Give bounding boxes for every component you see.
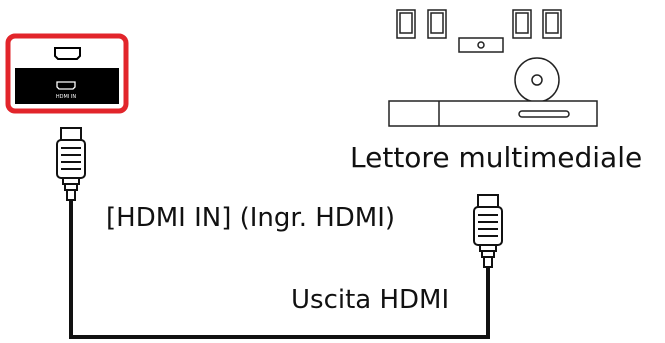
hdmi-port-icon: [54, 47, 81, 60]
hdmi-out-label: Uscita HDMI: [291, 285, 450, 315]
media-player-label: Lettore multimediale: [350, 141, 643, 174]
display-port-panel: HDMI IN: [5, 33, 129, 114]
hdmi-plug-right: [473, 194, 503, 268]
panel-black: [15, 68, 119, 104]
hdmi-port-icon-small: [56, 81, 76, 90]
hdmi-in-label: [HDMI IN] (Ingr. HDMI): [106, 203, 396, 233]
hdmi-cable: [69, 200, 490, 339]
panel-port-label: HDMI IN: [56, 94, 76, 100]
media-player-icon: [388, 9, 598, 127]
hdmi-plug-left: [56, 127, 86, 201]
